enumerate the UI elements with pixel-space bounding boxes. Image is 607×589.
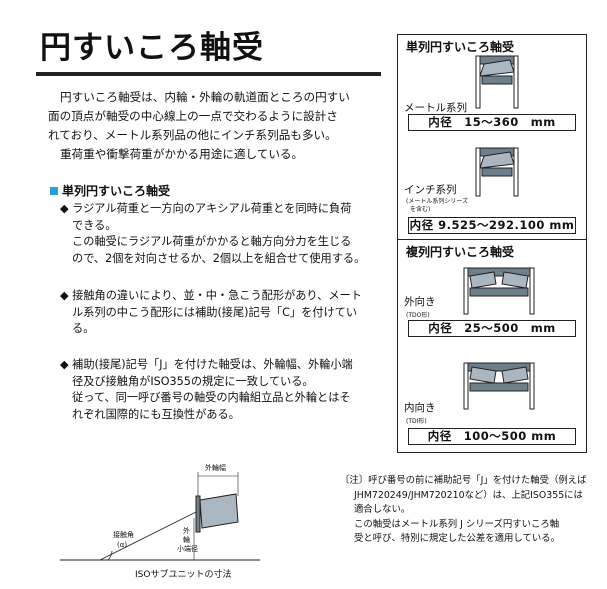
paragraph-line: ル系列の中こう配形には補助(接尾)記号「C」を付けてい <box>72 305 358 319</box>
single-row-inch-bearing-drawing <box>475 147 519 197</box>
square-bullet-icon <box>50 187 58 195</box>
intro-line: 重荷重や衝撃荷重がかかる用途に適している。 <box>60 147 304 161</box>
intro-line: 円すいころ軸受は、内輪・外輪の軌道面ところの円すい <box>60 90 350 104</box>
paragraph-line: ので、2個を対向させるか、2個以上を組合せて使用する。 <box>72 251 366 265</box>
metric-series-label: メートル系列 <box>404 102 467 114</box>
panel-heading: 単列円すいころ軸受 <box>406 40 515 54</box>
page-title: 円すいころ軸受 <box>40 30 264 66</box>
paragraph-line: できる。 <box>72 218 117 232</box>
paragraph-contact-angle: ◆ 接触角の違いにより、並・中・急こう配形があり、メート ル系列の中こう配形には… <box>60 288 386 338</box>
paragraph-line: ◆ ラジアル荷重と一方向のアキシアル荷重とを同時に負荷 <box>60 202 352 215</box>
inward-double-row-bearing-drawing <box>463 362 535 410</box>
outward-bore-range: 内径 25～500 mm <box>408 320 576 337</box>
paragraph-radial-axial: ◆ ラジアル荷重と一方向のアキシアル荷重とを同時に負荷 できる。 この軸受にラジ… <box>60 201 386 267</box>
paragraph-line: ◆ 接触角の違いにより、並・中・急こう配形があり、メート <box>60 289 362 302</box>
paragraph-iso355: ◆ 補助(接尾)記号「J」を付けた軸受は、外輪幅、外輪小端 径及び接触角がISO… <box>60 357 386 423</box>
paragraph-line: 従って、同一呼び番号の軸受の内輪組立品と外輪とはそ <box>72 391 351 404</box>
paragraph-line: る。 <box>72 322 95 335</box>
footnote-line: 適合しない。 <box>354 504 411 515</box>
iso-subunit-dimension-figure <box>60 472 260 561</box>
inward-bore-range: 内径 100～500 mm <box>408 428 576 445</box>
outer-ring-width-label: 外輪幅 <box>205 464 226 472</box>
outward-label: 外向き <box>404 296 436 308</box>
intro-text: 円すいころ軸受は、内輪・外輪の軌道面ところの円すい 面の頂点が軸受の中心線上の一… <box>48 88 388 164</box>
inch-bore-range: 内径 9.525～292.100 mm <box>408 217 576 234</box>
footnote: 〔注〕呼び番号の前に補助記号「J」を付けた軸受（例えば JHM720249/JH… <box>340 474 602 547</box>
paragraph-line: この軸受にラジアル荷重がかかると軸方向分力を生じる <box>72 235 352 248</box>
footnote-line: JHM720249/JHM720210など）は、上記ISO355には <box>354 489 583 501</box>
section-heading-text: 単列円すいころ軸受 <box>62 184 171 198</box>
footnote-line: 〔注〕呼び番号の前に補助記号「J」を付けた軸受（例えば <box>340 475 587 486</box>
small-end-label: 小端径 <box>177 545 198 553</box>
paragraph-line: 径及び接触角がISO355の規定に一致している。 <box>72 374 314 388</box>
paragraph-line: れぞれ国際的にも互換性がある。 <box>72 407 240 421</box>
inward-type-code: (TDI形) <box>406 418 427 425</box>
section-heading: 単列円すいころ軸受 <box>50 182 170 199</box>
figure-caption: ISOサブユニットの寸法 <box>135 570 232 580</box>
intro-line: 面の頂点が軸受の中心線上の一点で交わるように設計さ <box>48 109 338 123</box>
contact-angle-label: 接触角 <box>113 531 134 539</box>
small-end-label: 外 <box>183 527 190 535</box>
outward-type-code: (TDO形) <box>406 312 430 319</box>
metric-bore-range: 内径 15～360 mm <box>408 114 576 131</box>
footnote-line: この軸受はメートル系列 J シリーズ円すいころ軸 <box>354 518 560 530</box>
panel-heading: 複列円すいころ軸受 <box>406 245 515 259</box>
paragraph-line: ◆ 補助(接尾)記号「J」を付けた軸受は、外輪幅、外輪小端 <box>60 358 353 371</box>
title-underline <box>36 72 381 76</box>
intro-line: れており、メートル系列品の他にインチ系列品も多い。 <box>48 128 337 142</box>
inch-series-note: (メートル系列シリーズ <box>406 198 469 205</box>
inward-label: 内向き <box>404 402 436 414</box>
single-row-metric-bearing-drawing <box>475 55 519 109</box>
footnote-line: 受と呼び、特別に規定した公差を適用している。 <box>354 533 560 544</box>
contact-angle-symbol: (α) <box>117 541 128 549</box>
inch-series-note: を含む) <box>410 206 431 213</box>
inch-series-label: インチ系列 <box>404 184 457 196</box>
small-end-label: 輪 <box>183 536 190 544</box>
outward-double-row-bearing-drawing <box>463 267 535 315</box>
